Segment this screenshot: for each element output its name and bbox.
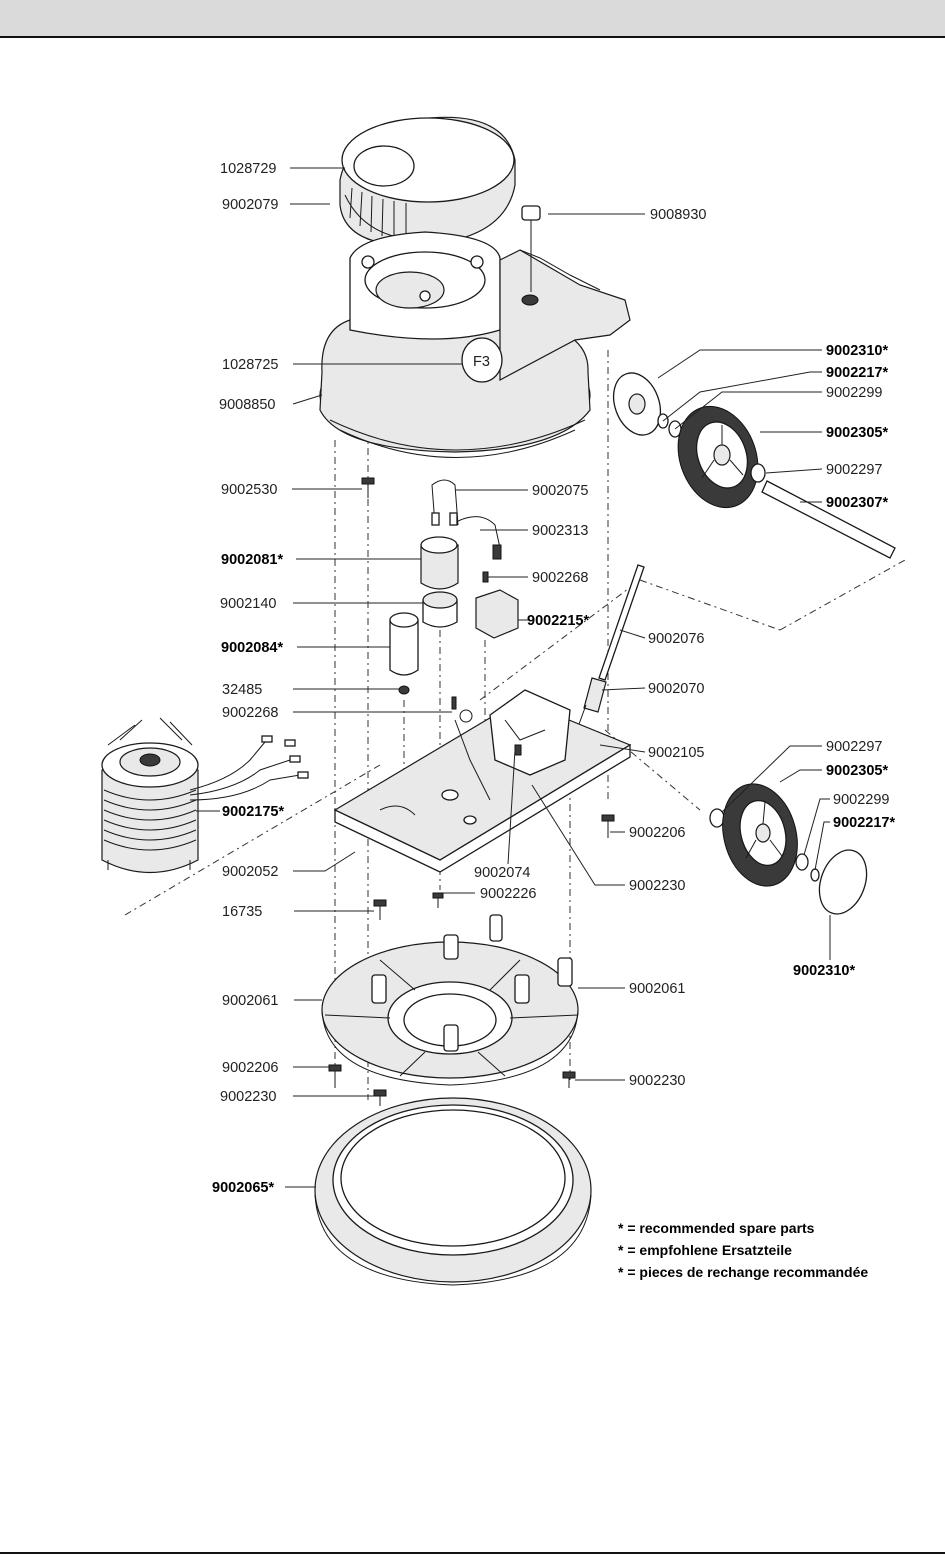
label-9002230-b: 9002230 (220, 1089, 276, 1105)
label-9002307: 9002307* (826, 495, 888, 511)
label-9002299-top: 9002299 (826, 385, 882, 401)
label-9002061-right: 9002061 (629, 981, 685, 997)
label-9002065: 9002065* (212, 1180, 274, 1196)
wiring-and-capacitors (389, 479, 519, 723)
motor-housing: F3 (319, 231, 631, 458)
handle-bolt (521, 205, 541, 306)
legend-line-de: * = empfohlene Ersatzteile (618, 1242, 792, 1258)
label-9002299-bot: 9002299 (833, 792, 889, 808)
label-9008850: 9008850 (219, 397, 275, 413)
label-9002215: 9002215* (527, 613, 589, 629)
legend-line-fr: * = pieces de rechange recommandée (618, 1264, 868, 1280)
brush-ring (314, 1097, 592, 1286)
label-9002084: 9002084* (221, 640, 283, 656)
legend-line-en: * = recommended spare parts (618, 1220, 815, 1236)
leader-lines (196, 167, 831, 1188)
label-1028729: 1028729 (220, 161, 276, 177)
label-9002079: 9002079 (222, 197, 278, 213)
top-cover (339, 116, 516, 246)
label-9002297-bot: 9002297 (826, 739, 882, 755)
label-9002226: 9002226 (480, 886, 536, 902)
label-9002313: 9002313 (532, 523, 588, 539)
label-9002217-top: 9002217* (826, 365, 888, 381)
label-9002105: 9002105 (648, 745, 704, 761)
label-9008930: 9008930 (650, 207, 706, 223)
label-9002268-b: 9002268 (222, 705, 278, 721)
label-1028725: 1028725 (222, 357, 278, 373)
label-9002230-a: 9002230 (629, 878, 685, 894)
screws (328, 477, 615, 1106)
label-9002297-top: 9002297 (826, 462, 882, 478)
label-9002075: 9002075 (532, 483, 588, 499)
label-9002140: 9002140 (220, 596, 276, 612)
label-9002074: 9002074 (474, 865, 530, 881)
label-9002206-b: 9002206 (222, 1060, 278, 1076)
electric-motor (101, 717, 309, 873)
part-labels: 1028729 9002079 9008930 1028725 9008850 … (212, 161, 895, 1196)
f3-badge: F3 (473, 354, 490, 370)
base-plate (321, 914, 579, 1086)
label-9002061-left: 9002061 (222, 993, 278, 1009)
label-9002268-a: 9002268 (532, 570, 588, 586)
label-32485: 32485 (222, 682, 262, 698)
label-9002305-bot: 9002305* (826, 763, 888, 779)
label-16735: 16735 (222, 904, 262, 920)
label-9002175: 9002175* (222, 804, 284, 820)
label-9002076: 9002076 (648, 631, 704, 647)
lower-wheel-assembly (709, 783, 868, 915)
label-9002081: 9002081* (221, 552, 283, 568)
label-9002070: 9002070 (648, 681, 704, 697)
legend: * = recommended spare parts * = empfohle… (618, 1220, 868, 1280)
label-9002530: 9002530 (221, 482, 277, 498)
label-9002310-bot: 9002310* (793, 963, 855, 979)
label-9002230-c: 9002230 (629, 1073, 685, 1089)
upper-wheel-assembly (612, 372, 896, 559)
page-footer-rule (0, 1552, 945, 1554)
label-9002305-top: 9002305* (826, 425, 888, 441)
label-9002310-top: 9002310* (826, 343, 888, 359)
label-9002206-a: 9002206 (629, 825, 685, 841)
label-9002217-bot: 9002217* (833, 815, 895, 831)
label-9002052: 9002052 (222, 864, 278, 880)
handle-tube (574, 564, 645, 736)
chassis-plate (333, 689, 632, 873)
page-header-band (0, 0, 945, 38)
